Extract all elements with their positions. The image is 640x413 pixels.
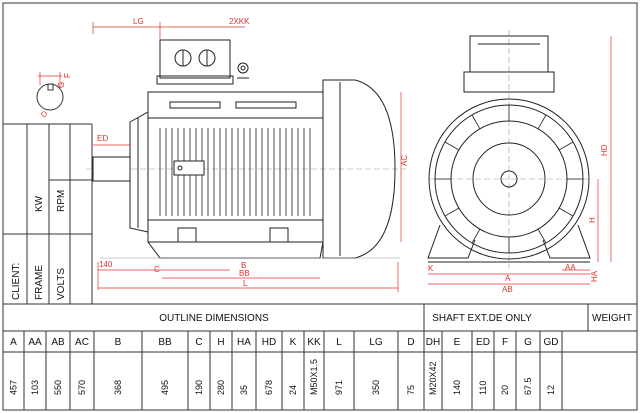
table-header-aa: AA: [28, 337, 42, 348]
table-header-g: G: [524, 337, 532, 348]
table-header-c: C: [195, 337, 202, 348]
shaft-f-label: F: [63, 73, 72, 78]
table-value-h: 280: [216, 380, 226, 395]
motor-side-view: [86, 39, 406, 259]
shaft-d-label: D: [39, 109, 50, 120]
table-value-ac: 570: [77, 380, 87, 395]
kw-label: KW: [34, 195, 45, 212]
table-columns: A 457 AA 103 AB 550 AC 570 B 368 BB 495 C 190 H 280 HA 35…: [9, 331, 563, 410]
table-value-gd: 12: [546, 385, 556, 395]
bb-dimension: BB: [239, 269, 250, 278]
table-header-ac: AC: [75, 337, 89, 348]
table-header-h: H: [217, 337, 224, 348]
front-view-dimensions: [428, 36, 612, 285]
aa-dimension: AA: [565, 263, 576, 272]
table-header-gd: GD: [544, 337, 559, 348]
rpm-label: RPM: [56, 190, 67, 212]
k-dimension: K: [428, 264, 434, 273]
table-value-ab: 550: [53, 380, 63, 395]
shaft-g-label: G: [57, 82, 66, 88]
b-dimension: B: [241, 261, 246, 270]
lg-dimension: LG: [133, 17, 144, 26]
table-value-ha: 35: [239, 385, 249, 395]
table-header-hd: HD: [262, 337, 276, 348]
table-header-e: E: [454, 337, 461, 348]
volts-label: VOLTS: [56, 268, 67, 300]
hd-dimension: HD: [600, 144, 609, 156]
client-label: CLIENT:: [11, 263, 22, 300]
outline-dimensions-title: OUTLINE DIMENSIONS: [159, 313, 269, 324]
motor-front-view: [427, 30, 592, 268]
table-header-a: A: [10, 337, 17, 348]
table-value-lg: 350: [371, 380, 381, 395]
table-value-g: 67.5: [523, 377, 533, 395]
ab-dimension: AB: [502, 285, 513, 294]
weight-title: WEIGHT: [592, 313, 632, 324]
h-dimension: H: [588, 217, 597, 223]
table-value-b: 368: [113, 380, 123, 395]
table-header-k: K: [290, 337, 297, 348]
table-value-l: 971: [334, 380, 344, 395]
table-value-f: 20: [500, 385, 510, 395]
table-value-hd: 678: [264, 380, 274, 395]
table-header-lg: LG: [369, 337, 383, 348]
table-header-f: F: [502, 337, 508, 348]
ha-dimension: HA: [590, 270, 599, 282]
table-header-ha: HA: [237, 337, 251, 348]
c-dimension: C: [154, 265, 160, 274]
table-value-dh: M20X42: [428, 361, 438, 395]
table-header-ed: ED: [476, 337, 490, 348]
a-dimension: A: [505, 274, 511, 283]
table-header-bb: BB: [158, 337, 172, 348]
table-header-kk: KK: [307, 337, 321, 348]
table-header-l: L: [336, 337, 342, 348]
table-value-e: 140: [452, 380, 462, 395]
side-view-dimensions: [92, 22, 402, 292]
table-value-ed: 110: [478, 381, 488, 395]
ed-dimension: ED: [97, 134, 108, 143]
shaft-ext-title: SHAFT EXT.DE ONLY: [432, 313, 532, 324]
table-value-d: 75: [406, 385, 416, 395]
table-header-dh: DH: [426, 337, 440, 348]
table-value-k: 24: [288, 385, 298, 395]
shaft-detail: G F D: [36, 72, 72, 120]
table-value-c: 190: [194, 380, 204, 395]
ac-dimension: AC: [400, 155, 409, 166]
frame-label: FRAME: [34, 265, 45, 300]
l-dimension: L: [243, 279, 248, 288]
table-value-kk: M50X1.5: [309, 359, 319, 395]
table-header-ab: AB: [51, 337, 65, 348]
side-panel: CLIENT: FRAME VOLTS KW RPM: [3, 123, 93, 305]
cable-gland-label: 2XKK: [229, 17, 250, 26]
table-value-aa: 103: [30, 380, 40, 395]
table-value-a: 457: [9, 380, 19, 395]
e-140-dimension: 140: [99, 260, 113, 269]
table-header-b: B: [115, 337, 122, 348]
dimension-table: [3, 303, 637, 353]
table-value-bb: 495: [160, 380, 170, 395]
table-header-d: D: [407, 337, 414, 348]
